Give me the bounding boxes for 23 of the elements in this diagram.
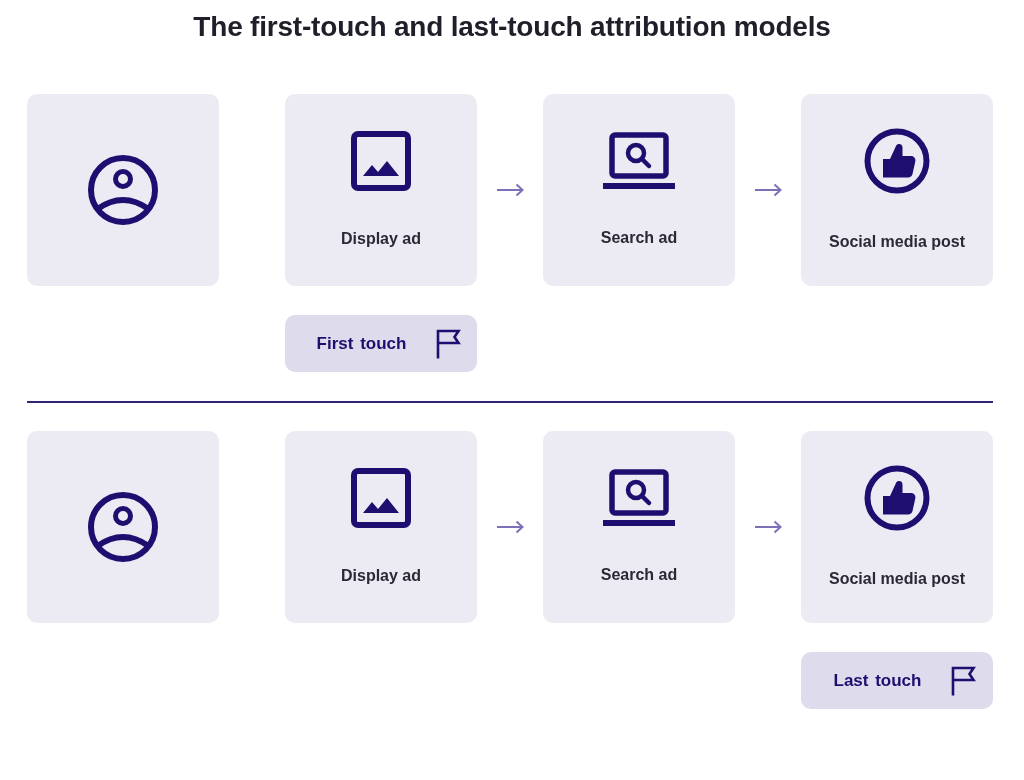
arrow: [496, 183, 524, 197]
arrow: [754, 520, 782, 534]
touchpoint-card: [801, 94, 993, 286]
card-label: Search ad: [600, 228, 678, 248]
touchpoint-card: [285, 431, 477, 623]
tag-label: Last touch: [833, 669, 922, 692]
arrow: [496, 520, 524, 534]
user-card: [27, 431, 219, 623]
card-label: Search ad: [600, 565, 678, 585]
user-card: [27, 94, 219, 286]
touchpoint-card: [285, 94, 477, 286]
card-label: Display ad: [341, 229, 421, 249]
touchpoint-card: [543, 431, 735, 623]
touchpoint-card: [543, 94, 735, 286]
title: The first-touch and last-touch attribution models: [193, 10, 831, 44]
arrow: [754, 183, 782, 197]
tag-label: First touch: [316, 332, 407, 355]
card-label: Social media post: [828, 232, 965, 252]
card-label: Display ad: [341, 566, 421, 586]
attribution-tag: [285, 315, 477, 372]
touchpoint-card: [801, 431, 993, 623]
card-label: Social media post: [828, 569, 965, 589]
attribution-tag: [801, 652, 993, 709]
